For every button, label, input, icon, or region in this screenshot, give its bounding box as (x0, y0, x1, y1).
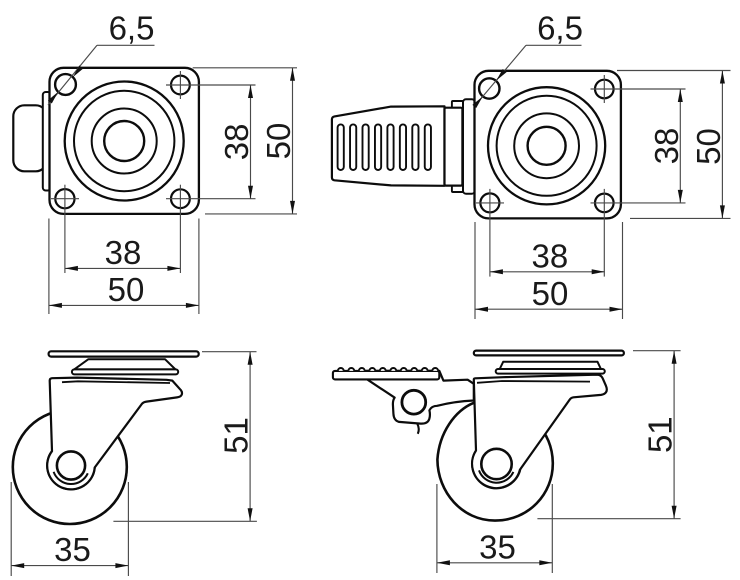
svg-text:38: 38 (218, 124, 255, 161)
svg-text:35: 35 (54, 531, 91, 568)
svg-text:51: 51 (642, 416, 679, 453)
svg-text:50: 50 (690, 128, 727, 165)
svg-text:38: 38 (648, 128, 685, 165)
svg-text:50: 50 (532, 275, 569, 312)
svg-text:51: 51 (218, 417, 255, 454)
svg-text:35: 35 (479, 528, 516, 565)
svg-text:50: 50 (108, 271, 145, 308)
svg-text:38: 38 (105, 234, 142, 271)
svg-text:38: 38 (532, 237, 569, 274)
svg-text:6,5: 6,5 (537, 10, 583, 47)
svg-text:6,5: 6,5 (109, 10, 155, 47)
svg-text:50: 50 (260, 123, 297, 160)
